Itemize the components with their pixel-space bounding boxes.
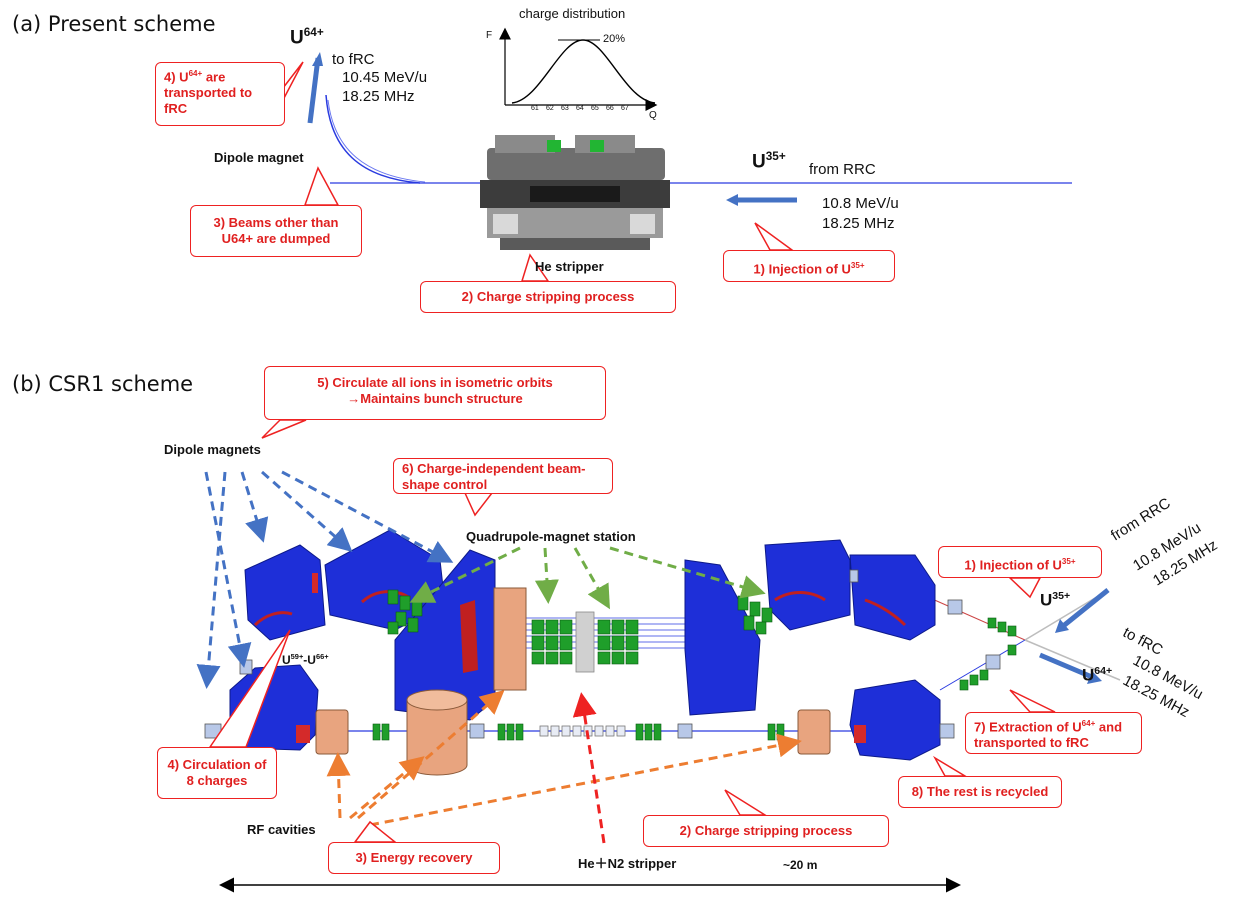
u64-label-b: U64+ (1082, 665, 1112, 686)
callout-b-recycled: 8) The rest is recycled (898, 776, 1062, 808)
charge-plot-tick-63: 63 (561, 105, 569, 112)
charge-plot-tick-65: 65 (591, 105, 599, 112)
rf-cavities-label: RF cavities (247, 822, 316, 837)
section-b-title: (b) CSR1 scheme (12, 372, 193, 396)
u35-in-arrowhead-a (726, 194, 738, 206)
out-energy-a: 10.45 MeV/u (342, 69, 427, 87)
from-rrc-label-a: from RRC (809, 161, 876, 179)
to-frc-label-a: to fRC (332, 51, 375, 69)
u64-out-arrowhead-a (312, 52, 323, 66)
charge-plot-tick-64: 64 (576, 105, 584, 112)
dipole-magnets-label: Dipole magnets (164, 442, 261, 457)
charge-plot-peak-label: 20% (603, 33, 625, 45)
charge-plot-tick-61: 61 (531, 105, 539, 112)
callout-a-stripping: 2) Charge stripping process (420, 281, 676, 313)
charge-plot-x-label: Q (649, 110, 657, 121)
charge-plot-tick-62: 62 (546, 105, 554, 112)
callout-b-circulate: 5) Circulate all ions in isometric orbit… (264, 366, 606, 420)
callout-a-dump: 3) Beams other than U64+ are dumped (190, 205, 362, 257)
charge-plot-y-label: F (486, 30, 492, 41)
charge-distribution-plot (505, 30, 655, 105)
scale-label: ~20 m (783, 858, 817, 872)
callout-b-stripping: 2) Charge stripping process (643, 815, 889, 847)
charge-range-label: U59+-U66+ (282, 652, 329, 667)
charge-plot-title: charge distribution (519, 6, 625, 21)
callout-b-extraction: 7) Extraction of U64+ and transported to… (965, 712, 1142, 754)
callout-b-energy-recovery: 3) Energy recovery (328, 842, 500, 874)
quad-station-label: Quadrupole-magnet station (466, 529, 636, 544)
u35-label-a: U35+ (752, 150, 786, 173)
he-stripper-machine (480, 135, 670, 250)
callout-b-shape-control: 6) Charge-independent beam-shape control (393, 458, 613, 494)
stripper-label-b: He＋N2 stripper (578, 853, 676, 872)
callout-b-circulation: 4) Circulation of 8 charges (157, 747, 277, 799)
charge-plot-tick-66: 66 (606, 105, 614, 112)
stripper-vessel (576, 612, 594, 672)
stripper-pointer-arrow (582, 698, 604, 843)
u64-out-arrow-a (310, 58, 318, 123)
he-stripper-label: He stripper (535, 259, 604, 274)
callout-a-transport: 4) U64+ are transported to fRC (155, 62, 285, 126)
callout-a-injection: 1) Injection of U35+ (723, 250, 895, 282)
in-freq-a: 18.25 MHz (822, 215, 895, 233)
out-freq-a: 18.25 MHz (342, 88, 415, 106)
charge-plot-tick-67: 67 (621, 105, 629, 112)
u64-label-a: U64+ (290, 26, 324, 49)
beamline-a (326, 95, 1072, 183)
section-a-title: (a) Present scheme (12, 12, 216, 36)
callout-b-injection: 1) Injection of U35+ (938, 546, 1102, 578)
u35-label-b: U35+ (1040, 590, 1070, 611)
in-energy-a: 10.8 MeV/u (822, 195, 899, 213)
dipole-magnet-label-a: Dipole magnet (214, 150, 304, 165)
